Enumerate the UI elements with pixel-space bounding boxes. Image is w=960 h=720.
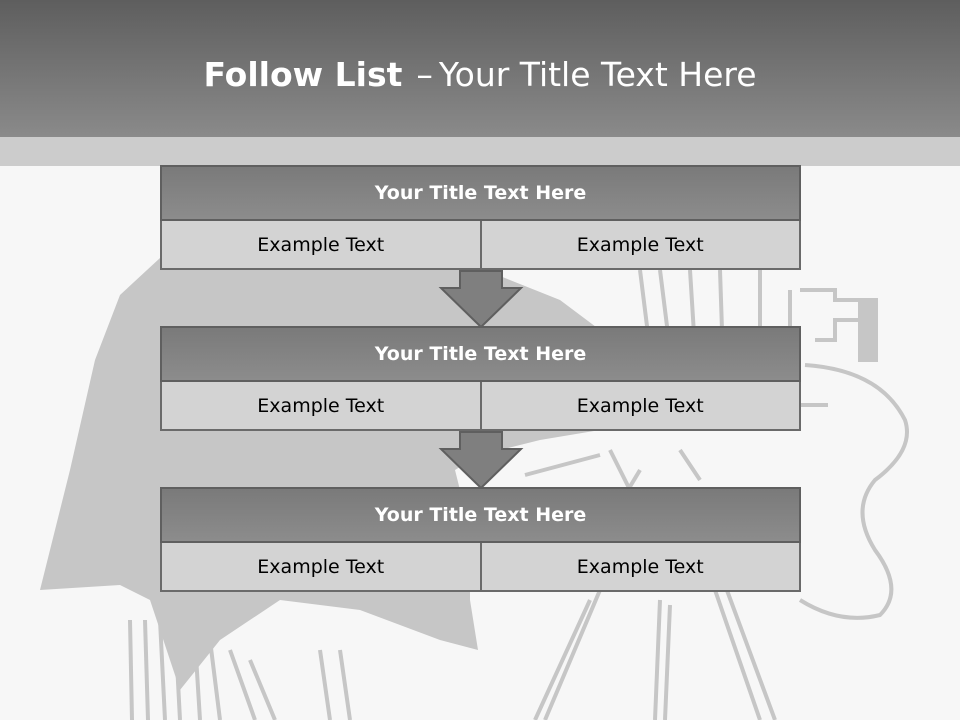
step-cell-right: Example Text [481,543,801,592]
step-block-1: Your Title Text Here Example Text Exampl… [160,165,801,270]
step-cell-right: Example Text [481,382,801,431]
step-row: Example Text Example Text [160,221,801,270]
step-block-2: Your Title Text Here Example Text Exampl… [160,326,801,431]
slide-title-subtitle: Your Title Text Here [438,55,757,94]
title-banner-strip [0,137,960,166]
title-banner [0,0,960,137]
step-title: Your Title Text Here [160,165,801,221]
step-title: Your Title Text Here [160,487,801,543]
down-arrow-icon [438,270,524,329]
step-title: Your Title Text Here [160,326,801,382]
step-cell-left: Example Text [160,543,482,592]
step-cell-right: Example Text [481,221,801,270]
step-row: Example Text Example Text [160,382,801,431]
down-arrow-icon [438,431,524,490]
step-cell-left: Example Text [160,382,482,431]
slide-title-main: Follow List [203,55,403,94]
step-block-3: Your Title Text Here Example Text Exampl… [160,487,801,592]
step-cell-left: Example Text [160,221,482,270]
slide-title-separator: – [416,55,433,94]
step-row: Example Text Example Text [160,543,801,592]
slide-title: Follow List–Your Title Text Here [0,52,960,98]
